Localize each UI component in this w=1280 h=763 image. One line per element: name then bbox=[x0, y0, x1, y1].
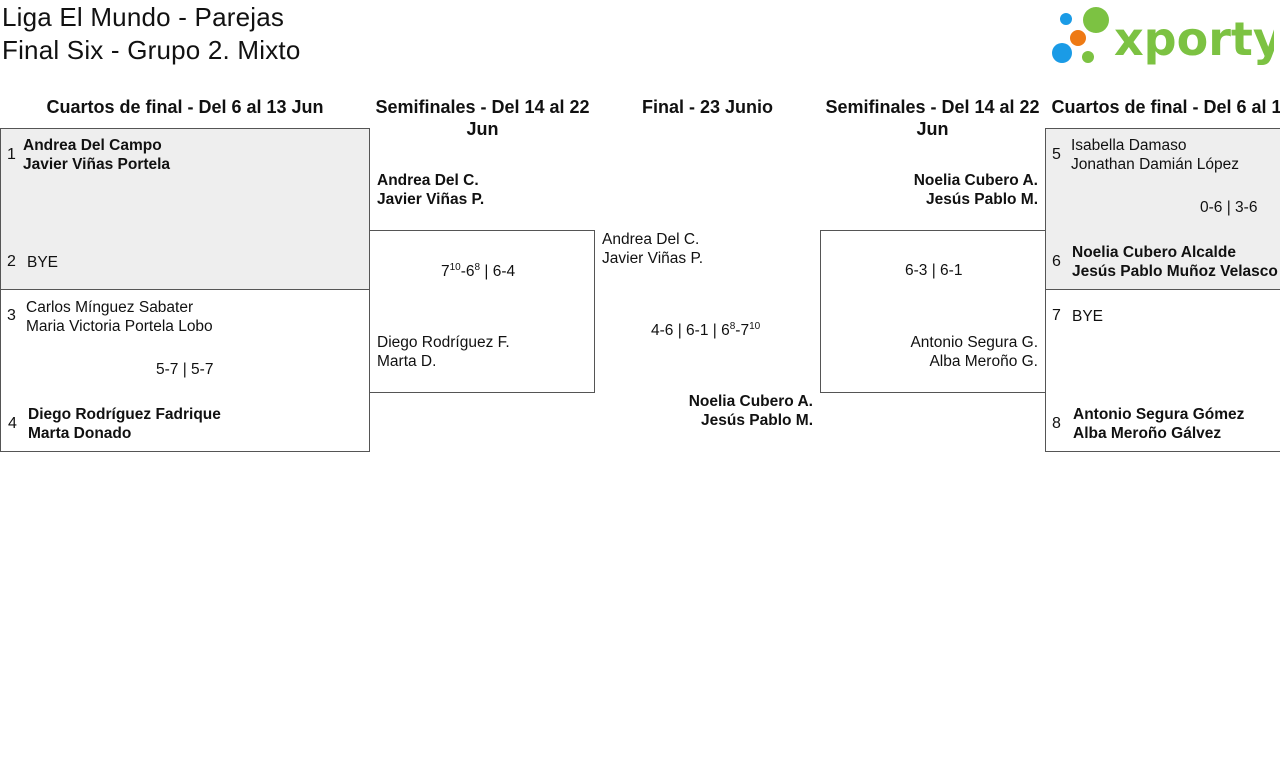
col-header-qf-right: Cuartos de final - Del 6 al 13 Jun bbox=[1051, 97, 1280, 117]
seed-number: 2 bbox=[7, 253, 16, 270]
seed-number: 7 bbox=[1052, 307, 1061, 324]
logo-dot-blue-small bbox=[1060, 13, 1072, 25]
player-name: Antonio Segura G. bbox=[910, 334, 1038, 351]
seed-number: 4 bbox=[8, 415, 17, 432]
player-name: Andrea Del Campo bbox=[23, 137, 162, 154]
player-name: Jonathan Damián López bbox=[1071, 156, 1240, 173]
logo-wordmark: xporty bbox=[1114, 12, 1274, 66]
col-header-qf-left: Cuartos de final - Del 6 al 13 Jun bbox=[46, 97, 324, 117]
player-name: BYE bbox=[27, 254, 59, 271]
qf-right-match-2 bbox=[1045, 289, 1280, 452]
player-name: Jesús Pablo Muñoz Velasco bbox=[1072, 263, 1278, 280]
player-name: Javier Viñas P. bbox=[602, 250, 704, 267]
player-name: Isabella Damaso bbox=[1071, 137, 1187, 154]
player-name: Alba Meroño Gálvez bbox=[1073, 425, 1222, 442]
logo-dot-orange bbox=[1070, 30, 1086, 46]
col-header-sf-right: Semifinales - Del 14 al 22 Jun bbox=[825, 97, 1040, 139]
seed-number: 3 bbox=[7, 307, 16, 324]
seed-number: 8 bbox=[1052, 415, 1061, 432]
player-name: Jesús Pablo M. bbox=[926, 191, 1038, 208]
logo-dot-blue bbox=[1052, 43, 1072, 63]
xporty-logo: xporty bbox=[1052, 7, 1274, 66]
match-score: 5-7 | 5-7 bbox=[156, 361, 214, 378]
player-name: Andrea Del C. bbox=[377, 172, 479, 189]
qf-left-match-1 bbox=[0, 128, 370, 290]
page-subtitle: Final Six - Grupo 2. Mixto bbox=[2, 35, 301, 65]
seed-number: 5 bbox=[1052, 146, 1061, 163]
player-name: Maria Victoria Portela Lobo bbox=[26, 318, 213, 335]
page-title: Liga El Mundo - Parejas bbox=[2, 2, 285, 32]
player-name: Noelia Cubero A. bbox=[688, 393, 813, 410]
player-name: Antonio Segura Gómez bbox=[1073, 406, 1245, 423]
col-header-final: Final - 23 Junio bbox=[641, 97, 774, 117]
seed-number: 6 bbox=[1052, 253, 1061, 270]
player-name: Javier Viñas P. bbox=[377, 191, 485, 208]
match-score: 6-3 | 6-1 bbox=[905, 262, 963, 279]
logo-dot-green-small bbox=[1082, 51, 1094, 63]
match-score: 0-6 | 3-6 bbox=[1200, 199, 1258, 216]
player-name: Diego Rodríguez Fadrique bbox=[28, 406, 221, 423]
seed-number: 1 bbox=[7, 146, 16, 163]
final-score: 4-6 | 6-1 | 68-710 bbox=[651, 320, 761, 339]
logo-dot-green bbox=[1083, 7, 1109, 33]
player-name: Carlos Mínguez Sabater bbox=[26, 299, 194, 316]
match-score: 710-68 | 6-4 bbox=[441, 261, 516, 280]
player-name: Marta Donado bbox=[28, 425, 132, 442]
player-name: Andrea Del C. bbox=[602, 231, 700, 248]
player-name: BYE bbox=[1072, 308, 1104, 325]
player-name: Noelia Cubero Alcalde bbox=[1072, 244, 1236, 261]
player-name: Javier Viñas Portela bbox=[23, 156, 171, 173]
col-header-sf-left: Semifinales - Del 14 al 22 Jun bbox=[375, 97, 590, 139]
player-name: Alba Meroño G. bbox=[929, 353, 1038, 370]
player-name: Diego Rodríguez F. bbox=[377, 334, 510, 351]
player-name: Noelia Cubero A. bbox=[913, 172, 1038, 189]
sf-left-match bbox=[369, 230, 595, 393]
qf-right-match-1 bbox=[1045, 128, 1280, 290]
player-name: Marta D. bbox=[377, 353, 437, 370]
player-name: Jesús Pablo M. bbox=[701, 412, 813, 429]
